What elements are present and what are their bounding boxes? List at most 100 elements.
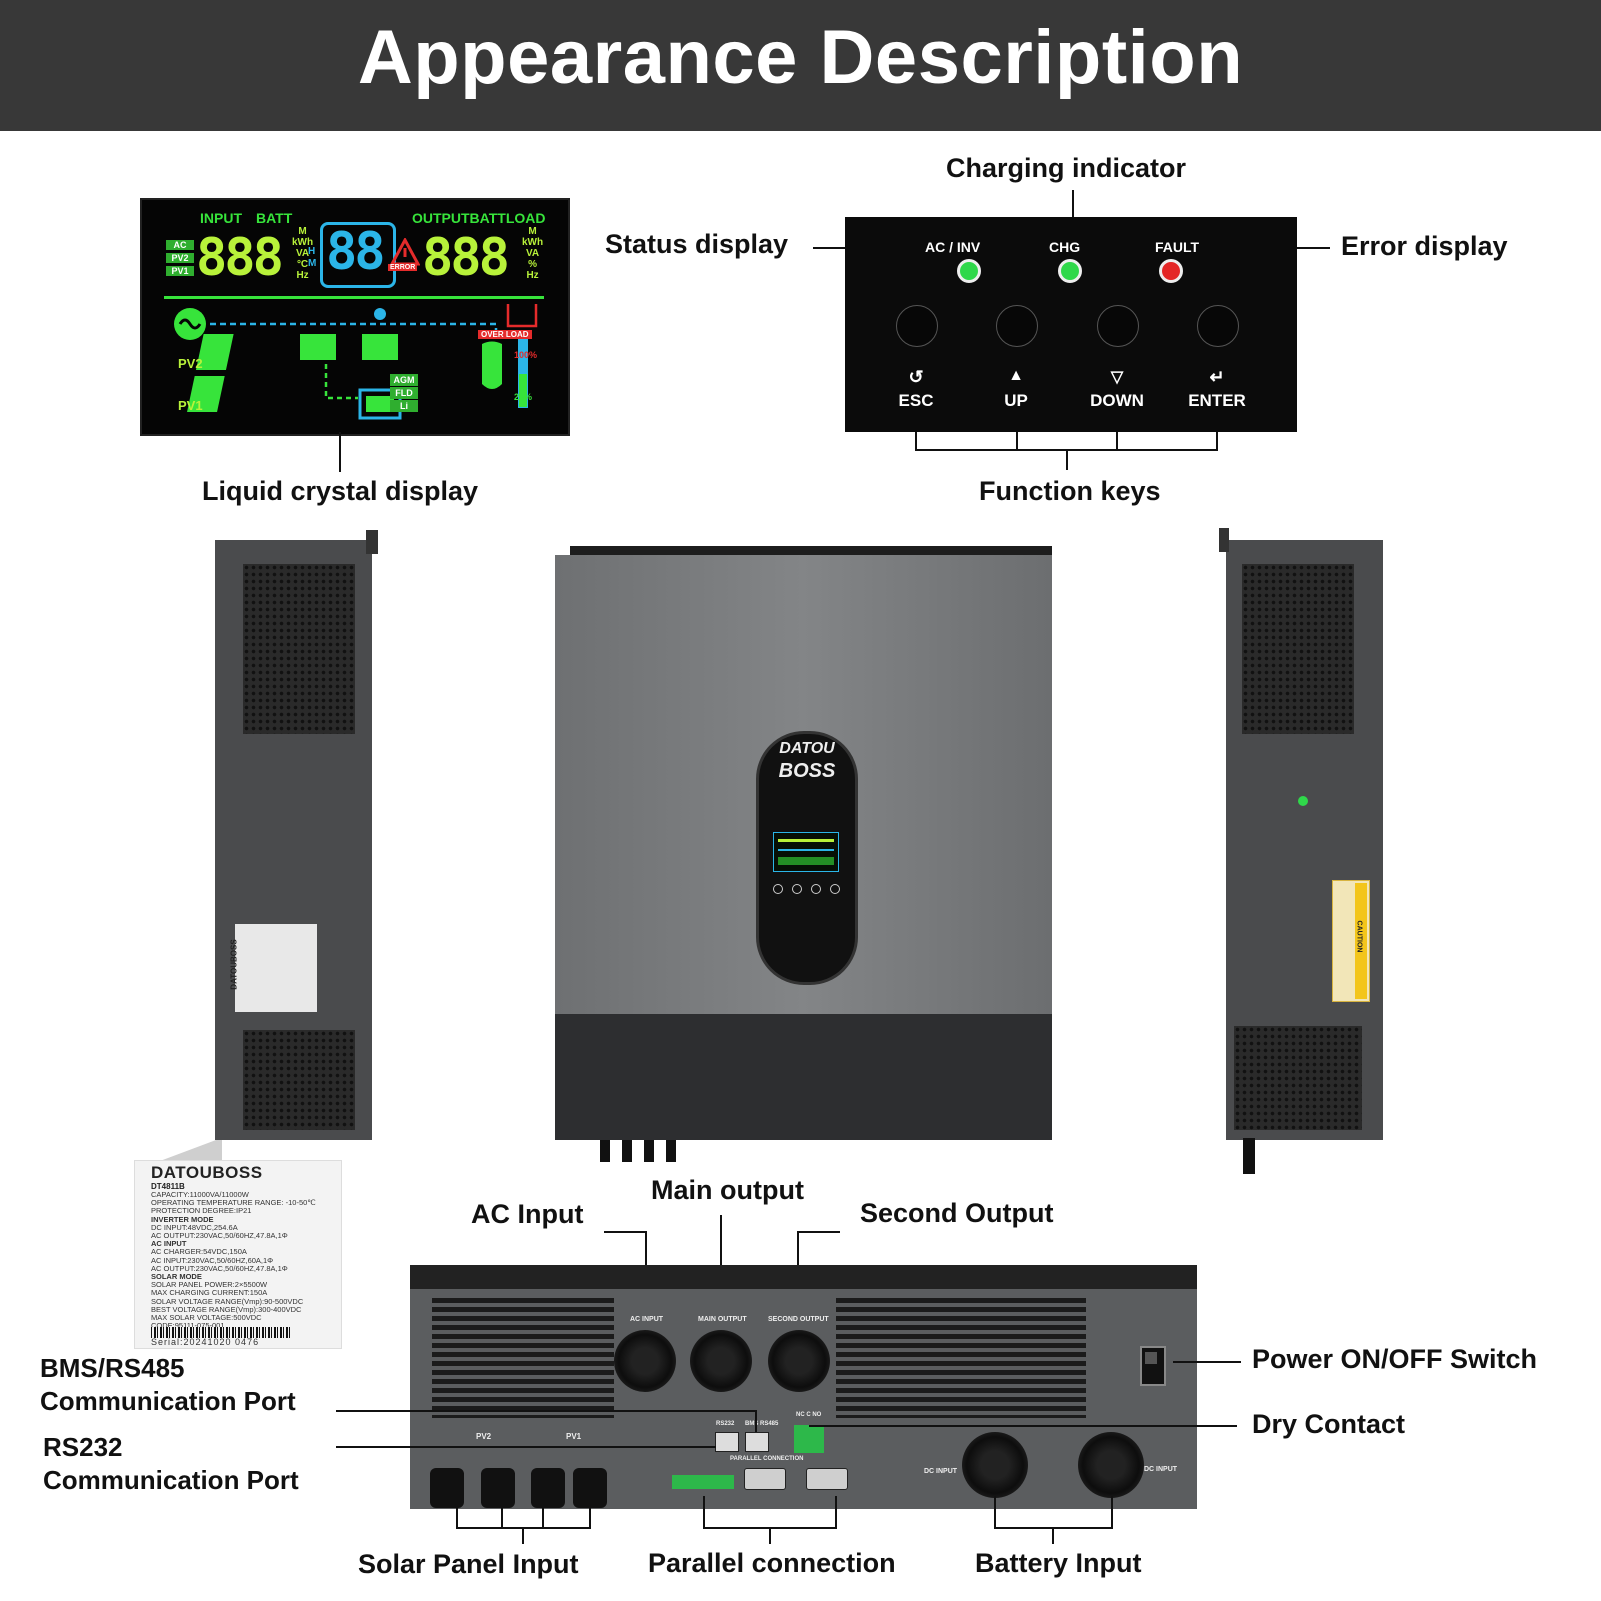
up-button[interactable] [996,305,1038,347]
lcd-pv2-label: PV2 [178,356,203,371]
chg-led-icon [1058,259,1082,283]
front-mini-lcd [773,832,839,872]
ac-input-gland-icon [614,1330,676,1392]
callout-status-display: Status display [605,229,789,259]
rear-label-bms: BMS RS485 [745,1421,779,1427]
lcd-tag-pv1: PV1 [166,266,194,276]
unit: M [308,258,317,269]
dry-contact-terminal[interactable] [794,1425,824,1453]
rear-label-parallel: PARALLEL CONNECTION [730,1456,804,1462]
rating-line: AC OUTPUT:230VAC,50/60HZ,47.8A,1Φ [151,1263,288,1273]
unit: M [528,226,537,237]
unit: M [298,226,307,237]
callout-battery-input: Battery Input [975,1548,1142,1578]
lcd-separator [164,296,544,299]
rear-label-dry: NC C NO [796,1412,822,1418]
barcode-icon [151,1327,291,1338]
rs232-callout-line [336,1446,716,1448]
lcd-pct-25: 25% [514,392,533,402]
rating-label-brand: DATOUBOSS [151,1163,263,1182]
rear-label-pv1: PV1 [566,1432,582,1441]
page-title: Appearance Description [357,15,1244,100]
rs232-port[interactable] [715,1432,739,1452]
rear-top-edge [410,1265,1197,1289]
enter-button[interactable] [1197,305,1239,347]
mini-lcd-segment [778,857,834,865]
lcd-center-digits: 88 [326,222,386,282]
pv2-negative-connector[interactable] [481,1468,515,1508]
lcd-flow-diagram [174,304,538,420]
rating-line: CAPACITY:11000VA/11000W [151,1190,249,1199]
front-mini-key[interactable] [773,884,783,894]
front-mini-key[interactable] [792,884,802,894]
bms-rs485-port[interactable] [745,1432,769,1452]
warning-icon [390,238,420,266]
rating-line: CODE:95111-075-001 [151,1321,225,1331]
rear-label-dc-input-neg: DC INPUT [1144,1466,1178,1473]
caution-sticker: CAUTION [1332,880,1370,1002]
battery-type-agm: AGM [390,374,418,386]
ac-inv-led-icon [957,259,981,283]
unit: °C [296,259,309,270]
unit: VA [295,248,310,259]
refresh-icon: ↺ [908,367,924,387]
led-label-chg: CHG [1049,239,1081,255]
down-button[interactable] [1097,305,1139,347]
rear-label-pv2: PV2 [476,1432,492,1441]
lcd-pv1-label: PV1 [178,398,203,413]
caution-strip [1355,883,1367,999]
rating-line: AC INPUT:230VAC,50/60HZ,60A,1Φ [151,1255,274,1265]
led-label-ac-inv: AC / INV [925,239,981,255]
unit: kWh [522,237,544,248]
rear-label-ac-input: AC INPUT [630,1316,664,1323]
rating-line: INVERTER MODE [151,1214,214,1224]
callout-rs232-line1: RS232 [43,1432,123,1462]
lcd-source-tags: AC PV2 PV1 [166,240,194,276]
callout-dry-contact: Dry Contact [1252,1409,1406,1439]
callout-solar-panel-input: Solar Panel Input [358,1549,579,1579]
header-bar [0,0,1601,131]
parallel-db9-port-1[interactable] [744,1468,786,1490]
key-label-enter: ENTER [1188,391,1246,410]
callout-bms-line1: BMS/RS485 [40,1353,185,1383]
power-switch-callout-line [1173,1361,1241,1363]
front-mini-key[interactable] [811,884,821,894]
rear-label-rs232: RS232 [716,1421,735,1427]
mini-lcd-segment [778,849,834,851]
front-mini-key[interactable] [830,884,840,894]
parallel-terminal[interactable] [672,1475,734,1489]
key-label-esc: ESC [898,391,934,410]
front-brand-line2: BOSS [778,760,836,782]
battery-type-li: Li [390,400,418,412]
rating-line: SOLAR PANEL POWER:2×5500W [151,1280,268,1290]
front-display-bezel: DATOU BOSS [756,731,858,985]
power-switch[interactable] [1140,1346,1166,1386]
power-switch-rocker[interactable] [1145,1352,1157,1364]
lcd-output-batt-load-label: OUTPUTBATTLOAD [412,210,546,226]
parallel-db9-port-2[interactable] [806,1468,848,1490]
lcd-right-digits: 888 [422,228,510,288]
left-side-panel: DATOUBOSS [215,540,372,1140]
triangle-up-icon: ▲ [1008,367,1024,384]
lcd-left-units: M kWh VA °C Hz [292,226,313,281]
rating-line: DC INPUT:48VDC,254.6A [151,1222,238,1232]
right-side-cable [1243,1138,1255,1174]
bottom-brackets [456,1496,1113,1544]
pv2-positive-connector[interactable] [430,1468,464,1508]
left-side-bracket [366,530,378,554]
rating-line: MAX SOLAR VOLTAGE:500VDC [151,1313,262,1323]
main-output-gland-icon [690,1330,752,1392]
callout-rs232: RS232 Communication Port [43,1431,299,1497]
rear-label-second-output: SECOND OUTPUT [768,1316,829,1323]
rating-label: DATOUBOSS DT4811B CAPACITY:11000VA/11000… [134,1160,342,1349]
front-bottom-connectors [600,1140,688,1162]
enter-arrow-icon: ↵ [1209,367,1225,387]
callout-main-output: Main output [651,1175,804,1205]
fault-led-icon [1159,259,1183,283]
left-upper-vent [243,564,355,734]
rear-left-grille [432,1298,614,1418]
esc-button[interactable] [896,305,938,347]
callout-second-output: Second Output [860,1198,1054,1228]
rating-line: SOLAR VOLTAGE RANGE(Vmp):90-500VDC [151,1296,304,1306]
pv1-positive-connector[interactable] [531,1468,565,1508]
